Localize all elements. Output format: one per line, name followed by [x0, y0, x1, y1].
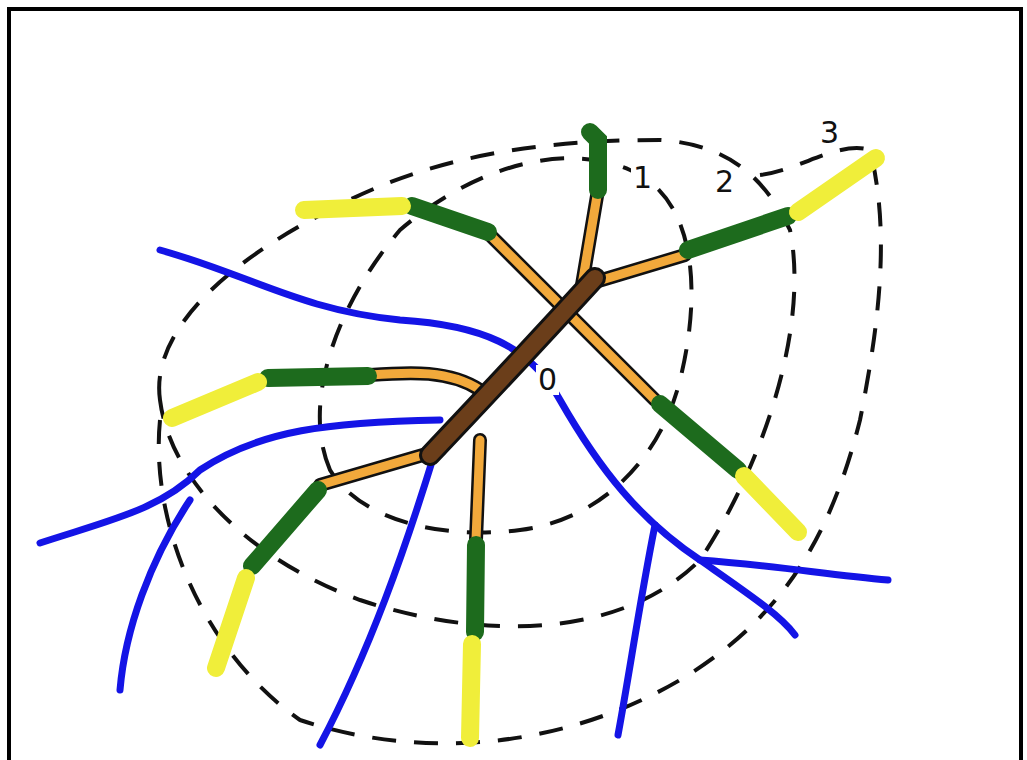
frame	[9, 9, 1021, 760]
blue-lines	[40, 250, 888, 745]
branches	[172, 132, 876, 738]
zone-number: 2	[713, 167, 736, 197]
zone-number: 3	[818, 118, 841, 148]
zone-number: 0	[536, 365, 559, 395]
zone-number: 1	[631, 163, 654, 193]
